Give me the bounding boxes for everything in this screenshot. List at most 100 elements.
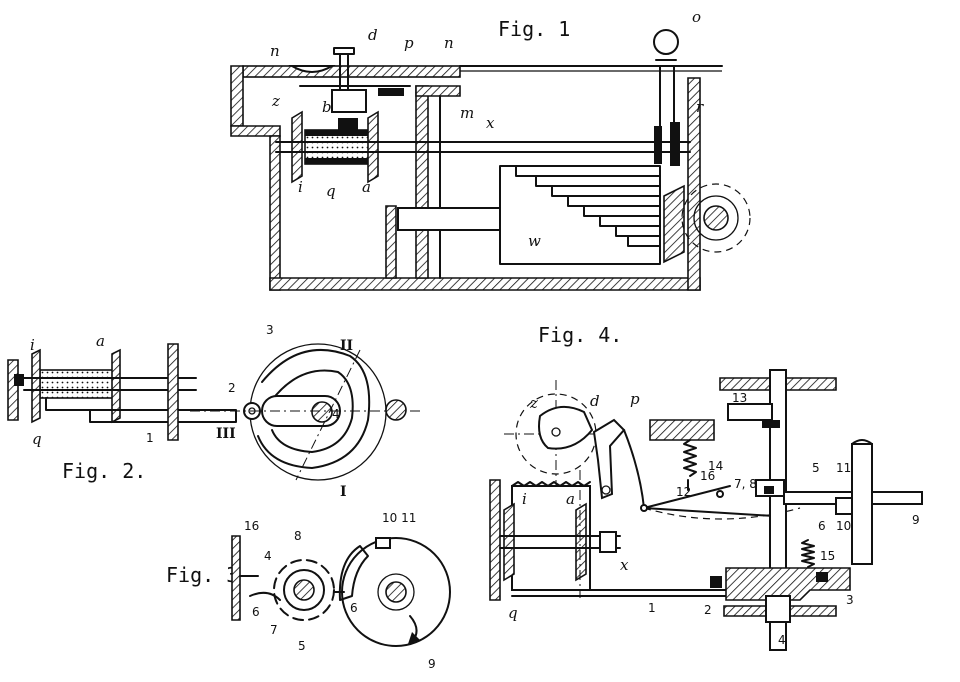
fig1-label-d: d [368, 26, 378, 44]
fig4-label-4: 4 [778, 633, 786, 647]
fig2-label-3: 3 [266, 323, 274, 337]
fig3-label-4: 4 [264, 549, 272, 563]
fig2-label-i: i [30, 336, 35, 354]
fig4-label-9: 9 [912, 513, 920, 527]
fig3-label-10-11: 10 11 [382, 511, 416, 525]
fig1-left-upper-wall [230, 65, 244, 127]
fig3-star-wheel [273, 559, 335, 621]
fig3-label-8: 8 [294, 529, 302, 543]
fig4-label-11: 11 [836, 461, 851, 475]
fig4-label-7-8: 7, 8 [734, 477, 757, 491]
fig4-spring-14 [683, 439, 697, 477]
fig2-label-4: 4 [332, 407, 340, 421]
fig2-label-III: III [216, 426, 236, 442]
fig4-label-14: 14 [708, 459, 723, 473]
fig1-drum-disc [663, 184, 685, 264]
fig3-left-wall [231, 535, 241, 621]
fig4-label-q: q [508, 604, 518, 622]
fig4-spring-bracket [649, 419, 715, 441]
fig4-label-d: d [590, 392, 600, 410]
fig1-gear-dashed [681, 183, 751, 253]
fig2-disc-a [111, 348, 121, 424]
fig1-title: Fig. 1 [498, 17, 570, 41]
fig2-cam-track-inner [271, 369, 354, 453]
fig1-sleeve-bottom-band [305, 158, 373, 164]
fig1-label-q: q [326, 182, 336, 200]
fig4-collar-7-8-key [764, 486, 774, 494]
fig1-partition-cap [415, 85, 461, 97]
fig1-bottom-wall [269, 277, 701, 291]
fig2-label-1: 1 [146, 431, 154, 445]
fig4-carriage-break [511, 481, 591, 487]
fig1-drum-w [499, 165, 661, 265]
fig1-disc-i [291, 110, 303, 184]
fig4-disc-a [575, 502, 587, 582]
fig4-arm-13 [727, 403, 773, 421]
fig1-label-m: m [460, 104, 474, 122]
fig2-sleeve-q [39, 369, 119, 399]
fig4-pawl-pivot [601, 485, 611, 495]
fig1-sleeve-top-band [305, 130, 373, 136]
fig4-post-11-top [851, 439, 873, 445]
fig4-cam-d [538, 405, 594, 450]
figure-4: Fig. 4. [489, 323, 923, 651]
fig2-shaft-section [385, 399, 407, 421]
fig4-label-z: z [529, 394, 538, 412]
fig3-label-6b: 6 [350, 601, 358, 615]
fig2-lever-1 [45, 397, 237, 423]
fig1-label-w: w [528, 232, 541, 250]
fig1-top-plate-recess [288, 65, 336, 73]
fig1-label-o: o [692, 8, 701, 26]
fig2-label-I: I [340, 484, 347, 500]
fig2-cam-track-outer [257, 349, 371, 469]
fig2-axis-I-II [295, 349, 361, 481]
fig4-label-3: 3 [846, 593, 854, 607]
fig4-left-wall [489, 479, 501, 601]
figure-1: Fig. 1 [230, 8, 751, 291]
fig4-spring-15 [801, 539, 815, 568]
fig1-label-r: r [696, 98, 704, 116]
fig4-label-a: a [566, 490, 575, 508]
fig3-title: Fig. 3 [166, 563, 238, 587]
fig4-label-x: x [620, 556, 629, 574]
fig3-label-7: 7 [270, 623, 278, 637]
fig1-label-n1: n [270, 42, 280, 60]
fig1-button-o [653, 29, 679, 55]
fig1-gear-r-a [654, 126, 662, 164]
fig1-label-b: b [322, 98, 332, 116]
fig3-label-16: 16 [244, 519, 259, 533]
fig2-title: Fig. 2. [62, 459, 146, 483]
figure-3: Fig. 3 16 4 8 6 7 5 6 10 11 9 [166, 511, 451, 671]
fig1-label-x: x [486, 114, 495, 132]
fig3-spring-6a [249, 591, 281, 601]
fig2-left-wall [7, 359, 19, 421]
fig1-label-n2: n [444, 34, 454, 52]
fig1-dog-b [338, 118, 358, 130]
fig1-top-plate [242, 65, 461, 78]
fig1-lower-bracket [385, 205, 397, 279]
fig4-base-key [816, 572, 828, 582]
fig4-pivot-a [640, 504, 648, 512]
fig3-label-6a: 6 [252, 605, 260, 619]
fig4-collar-13 [762, 420, 780, 428]
fig4-pin-2 [710, 576, 722, 588]
fig4-label-2: 2 [704, 603, 712, 617]
fig3-rotation-arrowhead [408, 632, 420, 644]
fig1-gear-circle [693, 195, 739, 241]
fig1-left-step [230, 125, 281, 137]
fig4-lever-arm [623, 429, 645, 509]
fig1-label-a: a [362, 178, 371, 196]
fig4-label-13: 13 [732, 391, 747, 405]
fig4-post-11 [851, 443, 873, 565]
fig4-pawl-p [592, 418, 626, 500]
fig4-link-dashed [643, 507, 801, 520]
fig2-shaft-end [14, 374, 24, 386]
fig4-label-i: i [522, 490, 527, 508]
fig4-link-12 [643, 507, 775, 517]
fig4-pivot-b [716, 490, 724, 498]
fig2-label-q: q [32, 430, 42, 448]
fig1-gear-hub [703, 205, 729, 231]
fig4-foot-4 [765, 595, 791, 623]
fig4-label-5: 5 [812, 461, 820, 475]
fig3-disc-hub-ring [377, 573, 415, 611]
